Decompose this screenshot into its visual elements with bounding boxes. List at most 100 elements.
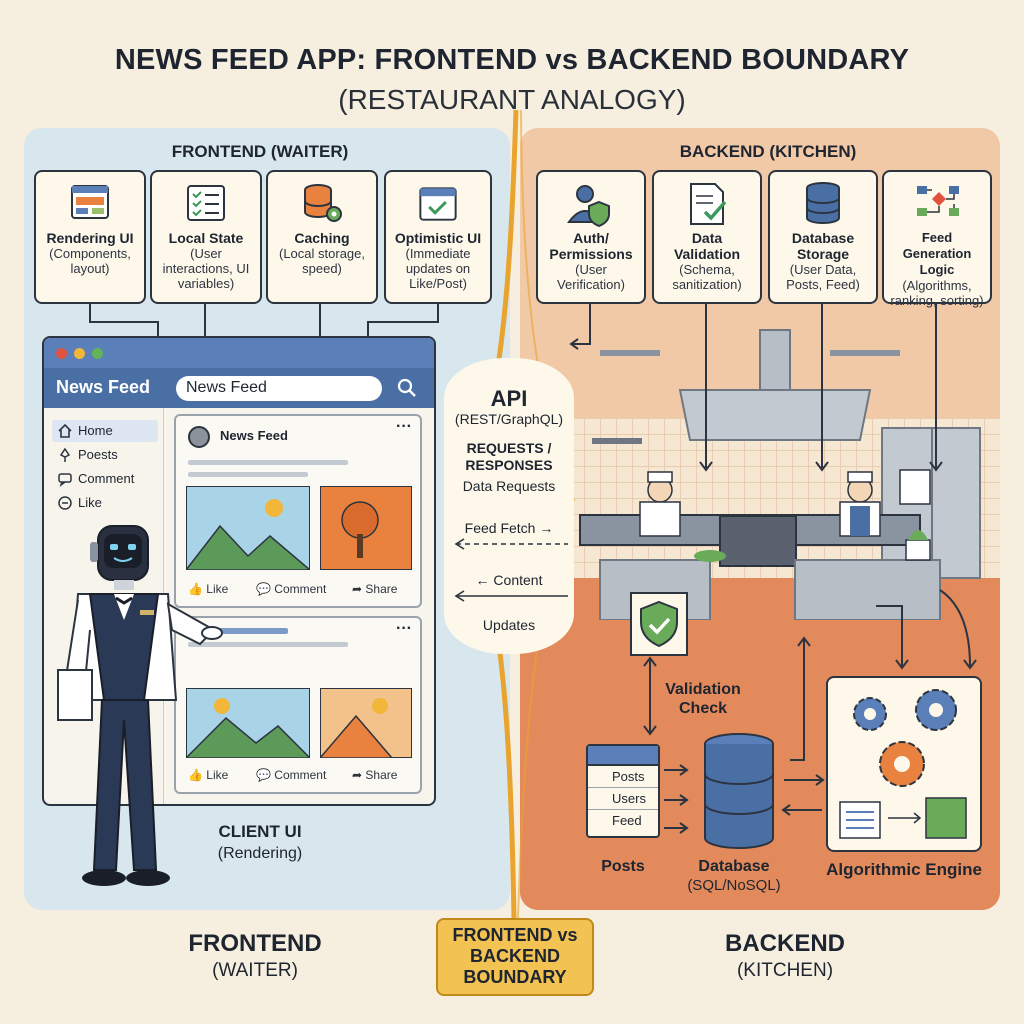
gears-icon xyxy=(839,689,967,839)
more-icon[interactable]: ··· xyxy=(396,418,412,435)
like-button[interactable]: 👍 Like xyxy=(188,582,229,596)
backend-footer-sub: (KITCHEN) xyxy=(736,960,834,981)
thumbs-up-icon: 👍 xyxy=(188,582,203,596)
api-region xyxy=(444,358,574,654)
like-button[interactable]: 👍 Like xyxy=(188,768,229,782)
shield-check-icon xyxy=(640,600,678,648)
card-title: Optimistic UI xyxy=(394,230,482,246)
pin-icon xyxy=(59,447,71,462)
sidebar-item-home[interactable]: Home xyxy=(52,420,158,442)
card-data-validation: Data Validation (Schema, sanitization) xyxy=(652,170,762,304)
client-ui-sublabel: (Rendering) xyxy=(217,845,303,862)
card-desc: (Schema, sanitization) xyxy=(672,262,742,292)
landscape-image xyxy=(186,688,310,758)
tables-list: Posts Users Feed xyxy=(586,744,660,838)
database-cylinder-icon xyxy=(704,733,774,849)
feed-post: ··· 👍 Like 💬 Comment ➦ Share xyxy=(174,616,422,794)
table-row: Posts xyxy=(588,766,658,788)
table-row: Users xyxy=(588,788,658,810)
text-line xyxy=(188,460,348,465)
card-caching: Caching (Local storage, speed) xyxy=(266,170,378,304)
card-desc: (Components, layout) xyxy=(49,246,131,276)
text-line xyxy=(188,642,348,647)
validation-check-label: Validation Check xyxy=(665,681,741,717)
requests-responses-label: REQUESTS / RESPONSES xyxy=(465,440,553,473)
share-icon: ➦ xyxy=(352,768,363,782)
card-desc: (Local storage, speed) xyxy=(279,246,365,276)
card-auth-permissions: Auth/ Permissions (User Verification) xyxy=(536,170,646,304)
algorithmic-engine-box xyxy=(826,676,982,852)
sidebar-item-posts[interactable]: Poests xyxy=(52,444,158,466)
text-line xyxy=(188,472,308,477)
share-button[interactable]: ➦ Share xyxy=(352,768,398,782)
sidebar-item-label: Like xyxy=(78,495,102,510)
client-ui-label: CLIENT UI xyxy=(218,822,302,841)
comment-icon: 💬 xyxy=(256,768,271,782)
card-title: Caching xyxy=(294,230,350,246)
app-title: News Feed xyxy=(56,377,151,397)
card-title: Database Storage xyxy=(791,230,855,262)
comment-button[interactable]: 💬 Comment xyxy=(256,768,327,782)
card-feed-generation: Feed Generation Logic (Algorithms, ranki… xyxy=(882,170,992,308)
search-icon[interactable] xyxy=(396,377,418,399)
ui-layout-icon xyxy=(71,185,109,219)
comment-icon: 💬 xyxy=(256,582,271,596)
comment-button[interactable]: 💬 Comment xyxy=(256,582,327,596)
algorithmic-engine-label: Algorithmic Engine xyxy=(826,860,982,879)
close-dot[interactable] xyxy=(56,348,67,359)
sidebar-item-label: Home xyxy=(78,423,113,438)
checklist-icon xyxy=(187,185,225,221)
card-title: Data Validation xyxy=(673,230,741,262)
card-rendering-ui: Rendering UI (Components, layout) xyxy=(34,170,146,304)
more-icon[interactable]: ··· xyxy=(396,620,412,637)
sidebar-item-label: Poests xyxy=(78,447,118,462)
search-input[interactable]: News Feed xyxy=(176,376,382,401)
document-check-icon xyxy=(690,183,727,225)
thumbs-up-icon: 👍 xyxy=(188,768,203,782)
user-shield-icon xyxy=(567,185,610,228)
robot-waiter-illustration xyxy=(57,525,223,886)
sidebar-item-comment[interactable]: Comment xyxy=(52,468,158,490)
backend-footer: BACKEND xyxy=(725,930,845,957)
card-local-state: Local State (User interactions, UI varia… xyxy=(150,170,262,304)
card-title: Feed Generation Logic xyxy=(902,230,972,277)
page-title: NEWS FEED APP: FRONTEND vs BACKEND BOUND… xyxy=(114,44,910,76)
avatar xyxy=(188,426,210,448)
backend-heading: BACKEND (KITCHEN) xyxy=(679,142,857,161)
database-label: Database xyxy=(698,858,770,875)
api-title: API xyxy=(490,386,528,411)
maximize-dot[interactable] xyxy=(92,348,103,359)
share-button[interactable]: ➦ Share xyxy=(352,582,398,596)
app-navbar: News Feed News Feed xyxy=(44,368,434,408)
frontend-footer-sub: (WAITER) xyxy=(212,960,298,981)
flowchart-icon xyxy=(917,186,959,216)
card-database-storage: Database Storage (User Data, Posts, Feed… xyxy=(768,170,878,304)
feed-fetch-label: Feed Fetch → xyxy=(464,520,554,536)
data-requests-label: Data Requests xyxy=(462,478,556,494)
post-title: News Feed xyxy=(220,428,288,443)
card-desc: (User Verification) xyxy=(557,262,625,292)
card-desc: (User interactions, UI variables) xyxy=(162,246,250,291)
calendar-check-icon xyxy=(419,187,457,221)
tables-header xyxy=(588,746,658,766)
card-desc: (Immediate updates on Like/Post) xyxy=(405,246,471,291)
minimize-dot[interactable] xyxy=(74,348,85,359)
tree-image xyxy=(320,486,412,570)
kitchen-illustration xyxy=(579,329,981,620)
home-icon xyxy=(58,423,72,438)
table-row: Feed xyxy=(612,813,642,828)
card-title: Local State xyxy=(168,230,244,246)
sidebar-item-like[interactable]: Like xyxy=(52,492,158,514)
like-icon xyxy=(58,496,72,510)
frontend-heading: FRONTEND (WAITER) xyxy=(171,142,349,161)
content-label: ← Content xyxy=(475,572,543,588)
updates-label: Updates xyxy=(482,617,536,633)
posts-label: Posts xyxy=(601,858,645,875)
card-title: Auth/ Permissions xyxy=(549,230,633,262)
validation-box xyxy=(630,592,688,656)
database-sublabel: (SQL/NoSQL) xyxy=(687,877,781,894)
landscape-image xyxy=(186,486,310,570)
database-icon xyxy=(806,182,840,224)
database-gear-icon xyxy=(304,184,342,222)
